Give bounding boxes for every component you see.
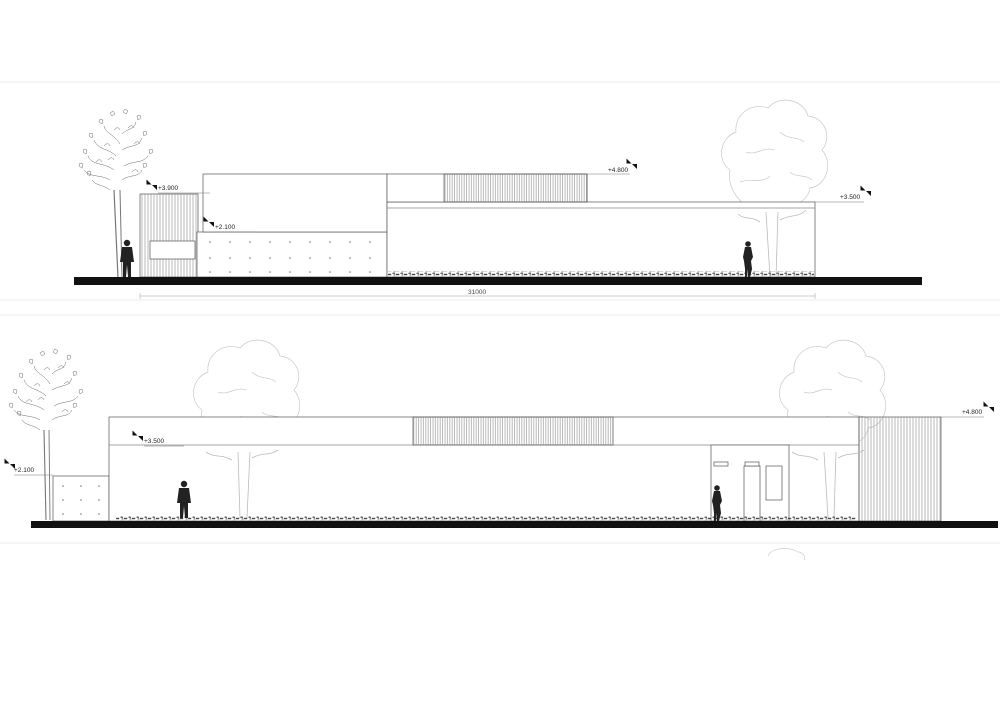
level-label: +3.900 — [158, 185, 178, 192]
level-marker-icon — [860, 185, 871, 196]
gravel-strip — [116, 516, 856, 521]
gravel-strip — [388, 271, 814, 277]
level-label: +3.500 — [840, 194, 860, 201]
elevation-1: +3.900 +2.100 +4.800 +3.500 31000 — [74, 99, 922, 299]
building-elevation-2 — [52, 416, 942, 522]
dimension-line — [139, 293, 816, 299]
level-label: +4.800 — [608, 167, 628, 174]
tree-leafy-icon — [78, 108, 154, 279]
panel-bolts — [209, 241, 371, 273]
level-marker-icon — [146, 179, 157, 190]
tree-fragment — [767, 548, 805, 561]
panel-bolts — [62, 485, 100, 515]
tree-trunk — [737, 209, 807, 278]
tree-trunk — [205, 449, 865, 519]
level-label: +4.800 — [962, 409, 982, 416]
ground-line — [31, 521, 998, 528]
level-label: +2.100 — [14, 467, 34, 474]
elevation-2: +3.500 +2.100 +4.800 — [4, 339, 998, 528]
building-elevation-1 — [139, 173, 816, 278]
level-marker-icon — [983, 401, 994, 412]
ground-line — [74, 277, 922, 285]
level-label: +3.500 — [144, 438, 164, 445]
sheet-guide-lines — [0, 81, 1000, 544]
level-marker-icon — [626, 158, 637, 169]
dimension-label: 31000 — [468, 289, 486, 296]
level-label: +2.100 — [215, 224, 235, 231]
